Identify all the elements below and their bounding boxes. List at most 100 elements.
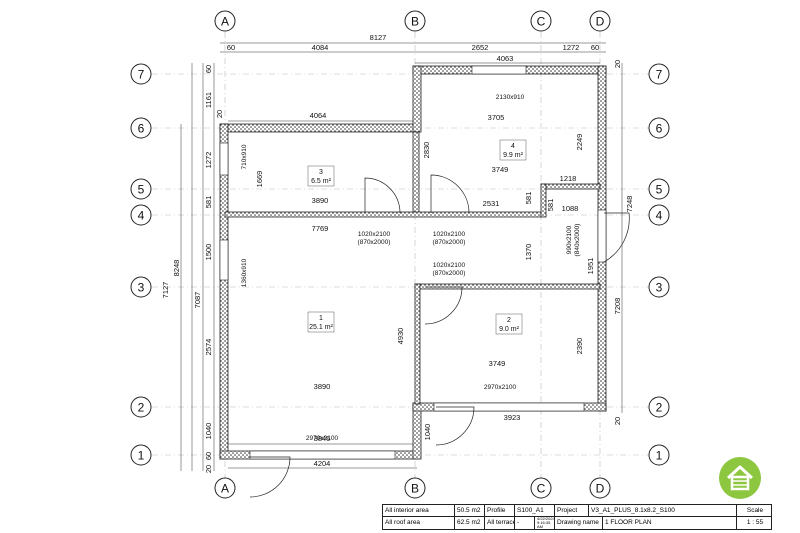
- svg-text:1: 1: [656, 449, 663, 463]
- label-door-2970a: 2970x2100: [306, 435, 339, 442]
- svg-text:7: 7: [138, 68, 145, 82]
- row-bubble-3-left: 3: [130, 276, 152, 298]
- column-bubbles: A B C D A B C D: [214, 10, 611, 499]
- label-door-2970b: 2970x2100: [484, 384, 517, 391]
- door-swing-room3: [364, 177, 401, 214]
- row-bubble-7-right: 7: [648, 63, 670, 85]
- row-bubble-1-right: 1: [648, 444, 670, 466]
- label-door-b1: 1020x2100: [358, 231, 391, 238]
- dim-3749a: 3749: [492, 165, 509, 174]
- dim-left-60-bottom: 60: [204, 452, 213, 460]
- wall-top-left: [219, 123, 418, 133]
- dim-1088: 1088: [562, 204, 579, 213]
- dim-7087: 7087: [193, 292, 202, 309]
- dim-1370: 1370: [524, 244, 533, 261]
- dim-left-20-top: 20: [215, 110, 224, 118]
- dim-3890a: 3890: [312, 196, 329, 205]
- dim-2830: 2830: [422, 142, 431, 159]
- dim-1272: 1272: [204, 152, 213, 169]
- dim-3890b: 3890: [314, 382, 331, 391]
- wall-b-room2: [414, 283, 421, 405]
- dim-4064: 4064: [310, 111, 327, 120]
- dim-left-60-top: 60: [204, 65, 213, 73]
- terrace-value: -: [515, 517, 535, 529]
- dim-1951: 1951: [586, 258, 595, 275]
- door-gap-bottom-right: [433, 402, 585, 412]
- dim-left-20-bottom: 20: [204, 465, 213, 473]
- row-bubble-2-left: 2: [130, 396, 152, 418]
- window-left-1360: [219, 239, 229, 281]
- svg-text:4: 4: [511, 143, 515, 150]
- svg-text:1: 1: [319, 315, 323, 322]
- wall-row-5-stub: [540, 183, 601, 190]
- date-value: 4/22/2024 9:16:35 AM: [537, 517, 555, 529]
- dim-1218: 1218: [560, 174, 577, 183]
- row-bubble-5-right: 5: [648, 178, 670, 200]
- door-swing-side: [603, 212, 630, 263]
- dim-2531: 2531: [483, 199, 500, 208]
- dim-4204: 4204: [314, 459, 331, 468]
- interior-area-value: 50.5 m2: [455, 505, 485, 517]
- column-bubble-d-bottom: D: [589, 477, 611, 499]
- scale-value: 1 : 55: [746, 519, 764, 526]
- opening-labels: 2130x910 710x910 1360x910 1020x2100 (870…: [241, 94, 581, 442]
- svg-text:B: B: [411, 482, 419, 496]
- column-bubble-d-top: D: [589, 10, 611, 32]
- door-gap-right: [597, 209, 607, 263]
- dim-2390: 2390: [575, 338, 584, 355]
- window-top-2130: [471, 65, 527, 75]
- svg-text:5: 5: [138, 183, 145, 197]
- label-door-b3-sub: (870x2000): [433, 270, 466, 277]
- svg-text:A: A: [221, 15, 229, 29]
- svg-text:9.9 m²: 9.9 m²: [503, 152, 524, 159]
- dim-1669: 1669: [255, 171, 264, 188]
- dim-top-total: 8127: [370, 33, 387, 42]
- column-bubble-c-top: C: [530, 10, 552, 32]
- svg-text:6: 6: [138, 122, 145, 136]
- dim-581-right: 581: [524, 192, 533, 205]
- label-door-b2: 1020x2100: [433, 231, 466, 238]
- dim-7769: 7769: [312, 224, 329, 233]
- svg-text:A: A: [221, 482, 229, 496]
- svg-text:B: B: [411, 15, 419, 29]
- door-swings: [249, 174, 630, 498]
- label-window-1360: 1360x910: [241, 258, 248, 287]
- dim-3923: 3923: [504, 413, 521, 422]
- profile-label: Profile: [485, 505, 515, 517]
- dim-3749b: 3749: [489, 359, 506, 368]
- svg-text:4: 4: [656, 209, 663, 223]
- svg-text:C: C: [537, 482, 546, 496]
- label-window-2130: 2130x910: [496, 94, 525, 101]
- dimension-texts: 8127 60 4084 2652 1272 60 4063 4064 3705…: [161, 33, 634, 473]
- column-bubble-c-bottom: C: [530, 477, 552, 499]
- row-bubble-1-left: 1: [130, 444, 152, 466]
- svg-text:C: C: [537, 15, 546, 29]
- row-bubble-4-left: 4: [130, 204, 152, 226]
- svg-text:7: 7: [656, 68, 663, 82]
- wall-b-middle: [412, 131, 420, 216]
- label-door-b3: 1020x2100: [433, 262, 466, 269]
- row-bubble-6-left: 6: [130, 117, 152, 139]
- roof-area-value: 62.5 m2: [455, 517, 485, 529]
- svg-text:3: 3: [319, 169, 323, 176]
- room-2-label: 2 9.0 m²: [495, 313, 523, 335]
- interior-area-label: All interior area: [383, 505, 455, 517]
- dim-top-seg-3: 2652: [472, 43, 489, 52]
- dim-right-20-top: 20: [613, 60, 622, 68]
- dim-top-seg-4: 1272: [563, 43, 580, 52]
- wall-c-stub: [540, 183, 547, 218]
- dim-2249: 2249: [575, 134, 584, 151]
- dim-2574: 2574: [204, 339, 213, 356]
- dim-3705: 3705: [488, 113, 505, 122]
- svg-text:1: 1: [138, 449, 145, 463]
- column-bubble-a-bottom: A: [214, 477, 236, 499]
- door-swing-room2: [424, 286, 463, 325]
- dim-7127: 7127: [161, 282, 170, 299]
- svg-text:2: 2: [138, 401, 145, 415]
- row-bubble-2-right: 2: [648, 396, 670, 418]
- dim-right-20-bottom: 20: [613, 417, 622, 425]
- terrace-label: All terrace: [485, 517, 515, 529]
- walls: [219, 65, 607, 460]
- row-bubble-7-left: 7: [130, 63, 152, 85]
